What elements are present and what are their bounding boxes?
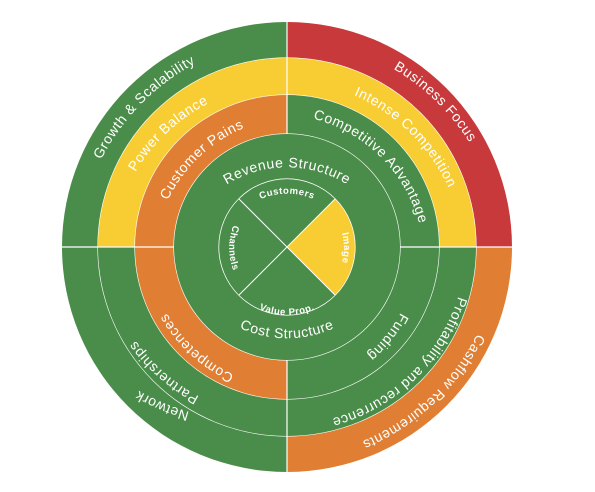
core-label-image: Image (339, 231, 352, 264)
core-segment-customers (239, 179, 335, 247)
core-segment-value-prop (239, 247, 335, 315)
divider-core-diag-2 (238, 198, 336, 296)
core-segment-channels (219, 199, 287, 295)
core-segment-image (287, 199, 355, 295)
core-label-channels: Channels (226, 224, 241, 272)
core-label-value-prop: Value Prop. (258, 302, 316, 318)
